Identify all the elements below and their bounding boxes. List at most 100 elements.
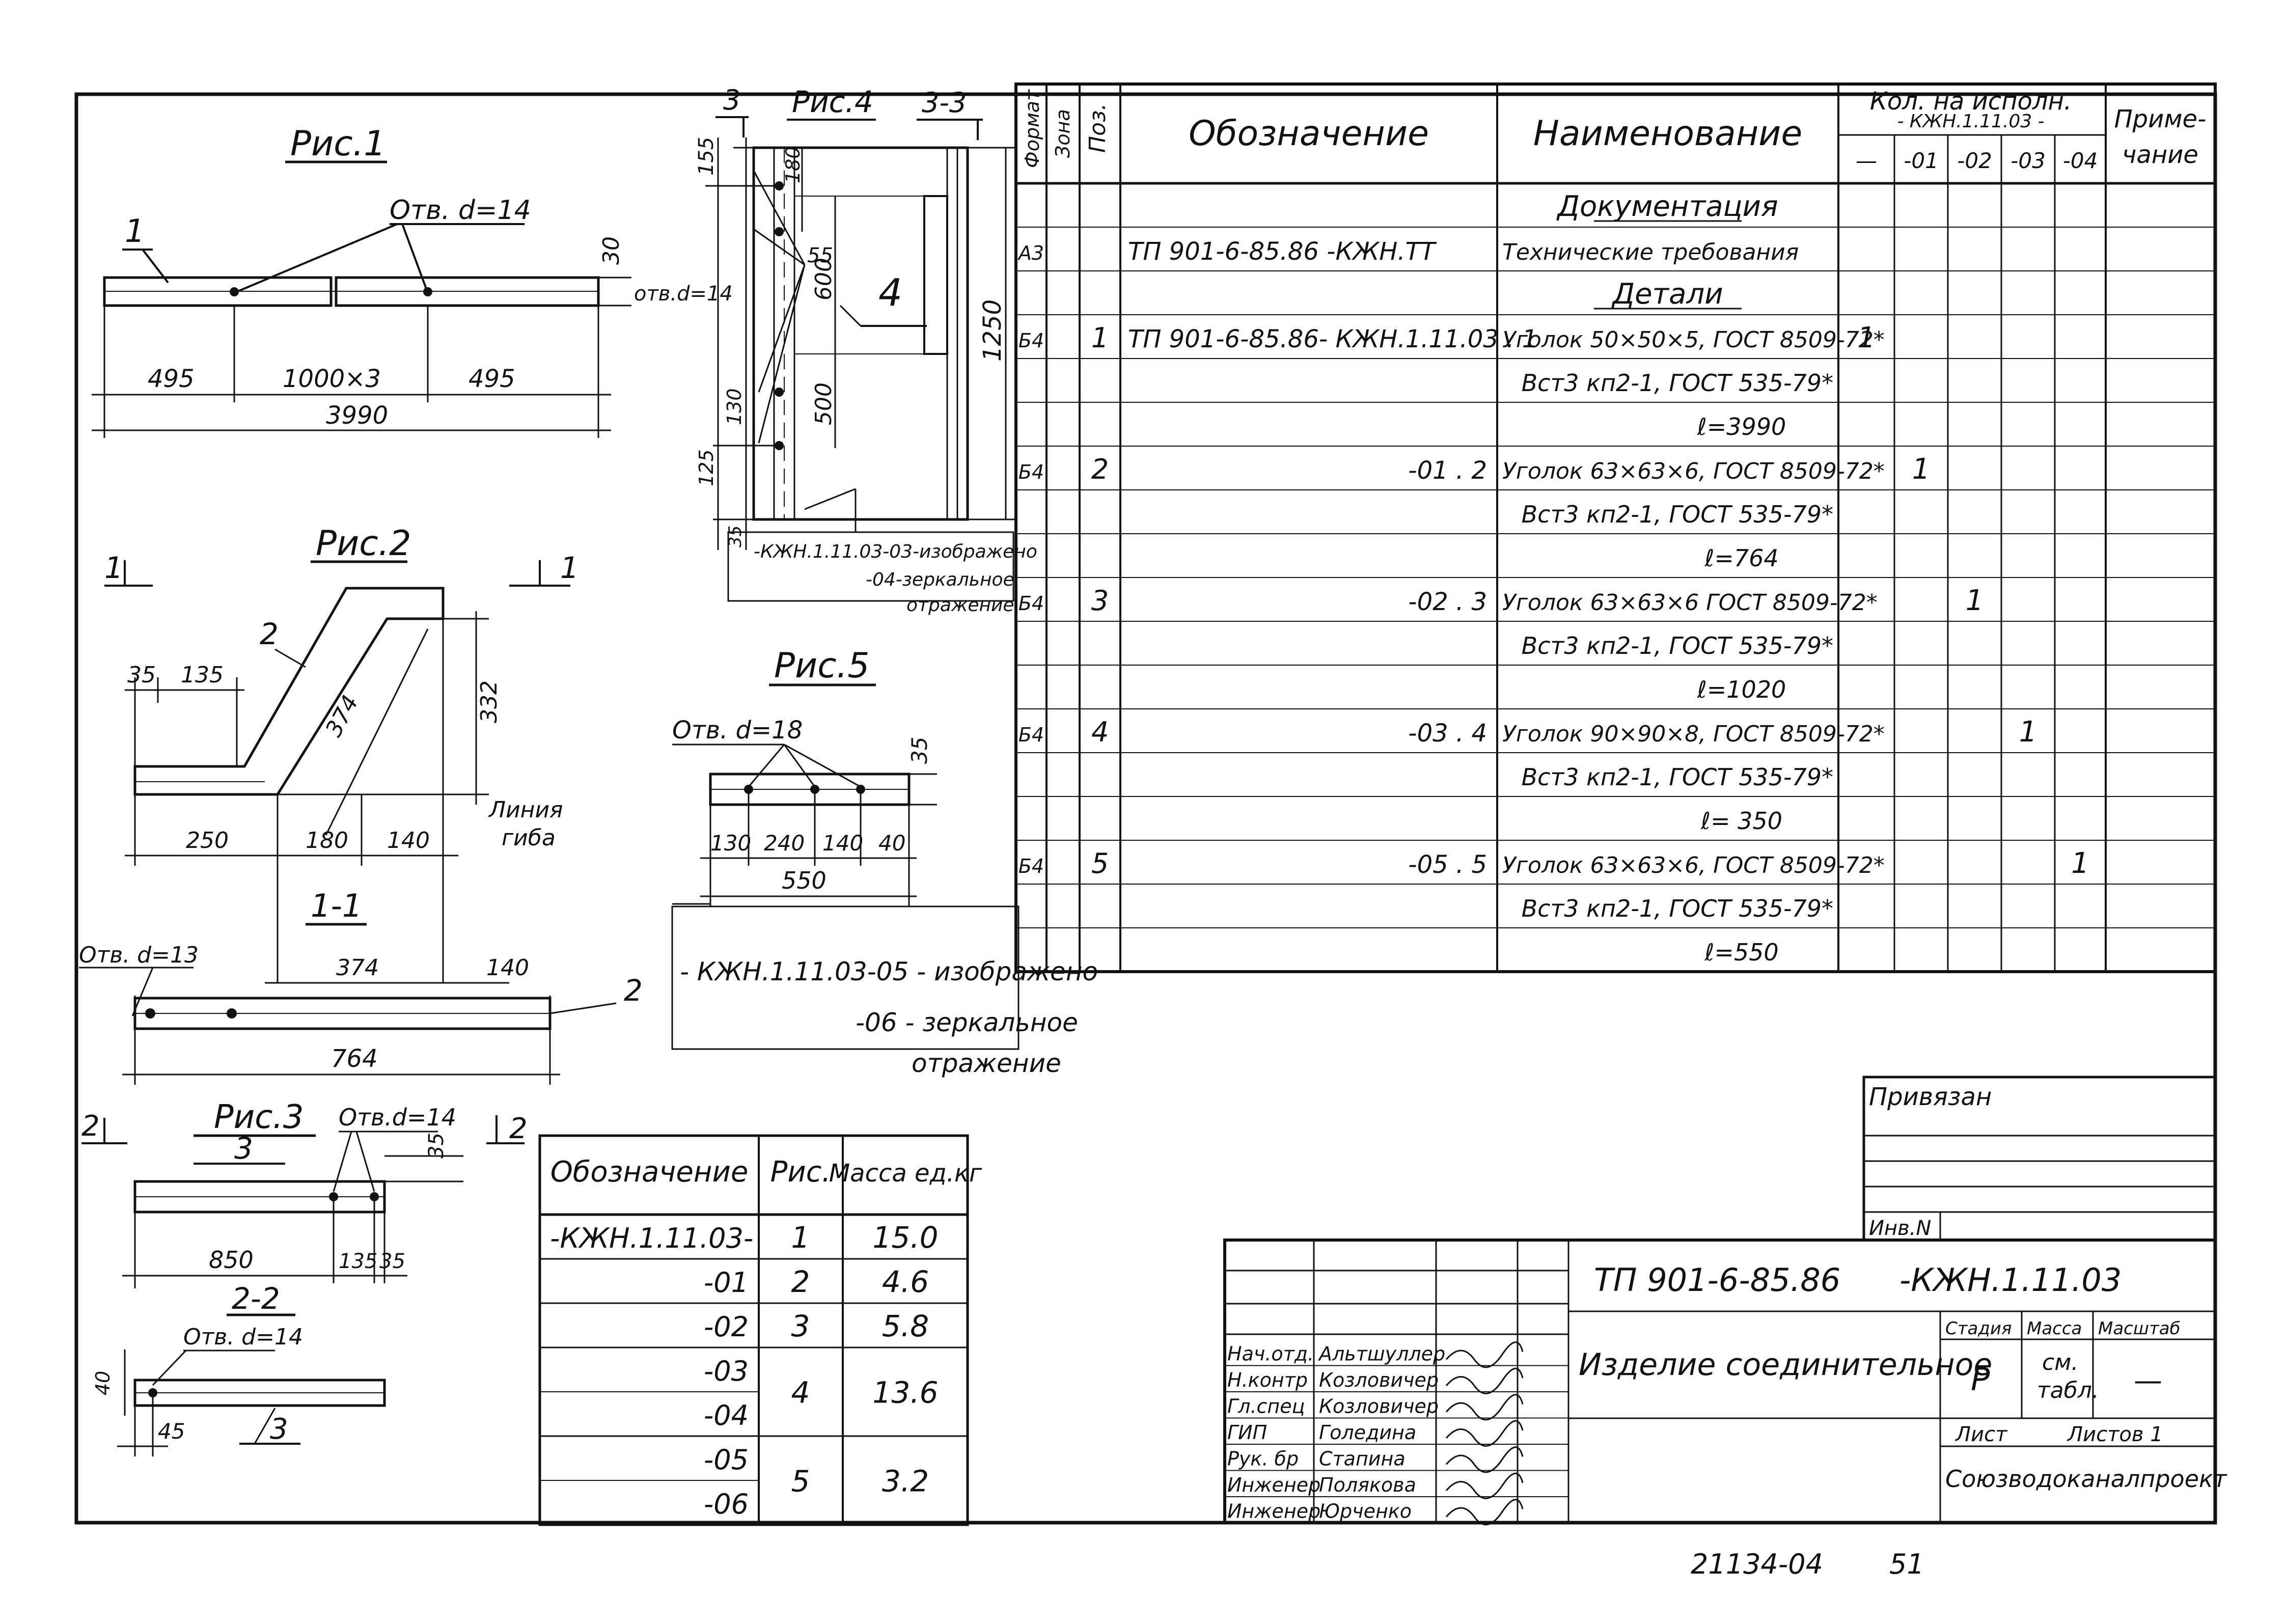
spec-row-qty: 1 [2071,847,2089,880]
fig5-thick: 35 [907,737,932,764]
fig2-dim-140: 140 [387,828,430,854]
fig4-plate [752,146,969,521]
fig4-dim-500: 500 [811,382,837,425]
spec-row-name: Уголок 90×90×8, ГОСТ 8509-72* [1502,721,1885,747]
spec-row-designation: -01 . 2 [1408,456,1487,485]
mass-row-mass: 5.8 [882,1309,929,1343]
spec-row-name: Вст3 кп2-1, ГОСТ 535-79* [1522,763,1833,791]
figure-1: Рис.1 Отв. d=14 1 30 отв.d=14 495 1000×3… [92,124,733,438]
sect11-pos: 2 [624,973,643,1008]
staff-name: Стапина [1319,1448,1406,1470]
staff-name: Козловичер [1319,1369,1439,1391]
tb-sheets: Листов 1 [2067,1423,2163,1446]
spec-row-qty: 1 [1966,584,1984,617]
sect11-note-3: отражение [912,1049,1061,1078]
spec-row-qty: 1 [1912,453,1931,486]
staff-role: Гл.спец [1227,1395,1305,1418]
tb-stage-header: Стадия [1945,1318,2012,1339]
tb-name: Изделие соединительное [1579,1347,1992,1383]
spec-row-name: ℓ=1020 [1697,676,1786,703]
fig4-dim-55: 55 [807,244,833,267]
fig3-cut-left: 2 [81,1110,100,1143]
spec-header-designation: Обозначение [1189,114,1429,154]
spec-header-variant: -01 [1904,148,1939,173]
fig2-dim-180: 180 [306,828,348,854]
spec-row-name: Уголок 50×50×5, ГОСТ 8509-72* [1502,327,1885,353]
fig4-total-v: 1250 [978,299,1007,362]
spec-row-qty: 1 [2019,715,2037,749]
spec-row-name: Технические требования [1502,239,1799,265]
staff-role: Инженер [1227,1474,1320,1496]
spec-header-variant: -04 [2063,148,2098,173]
tb-scale-header: Масштаб [2098,1318,2181,1339]
mass-row-designation: -01 [704,1267,749,1299]
fig1-total: 3990 [326,401,388,430]
fig5-total: 550 [782,867,827,894]
figure-3: 2 Рис.3 Отв.d=14 2 3 35 850 135 35 [81,1098,528,1288]
staff-role: Рук. бр [1227,1448,1299,1470]
tb-mass-a: см. [2042,1350,2078,1375]
staff-name: Полякова [1319,1474,1416,1496]
spec-row-name: Вст3 кп2-1, ГОСТ 535-79* [1522,895,1833,922]
footer-number: 21134-04 [1691,1548,1823,1580]
spec-row-name: Документация [1556,190,1778,223]
spec-row-format: Б4 [1018,855,1044,877]
spec-header-pos: Поз. [1085,103,1111,153]
tb-mass-b: табл. [2037,1378,2099,1403]
spec-row-name: ℓ=550 [1704,939,1778,966]
fig2-bend-line-2: гиба [502,825,556,851]
mass-row-designation: -03 [704,1355,749,1387]
sect11-hole: Отв. d=13 [79,942,199,968]
fig3-title: Рис.3 [214,1098,304,1136]
fig3-thick: 35 [425,1133,448,1159]
spec-row-format: Б4 [1018,724,1044,746]
fig2-pos: 2 [260,617,279,651]
spec-row-pos: 1 [1091,322,1109,354]
spec-row-name: Вст3 кп2-1, ГОСТ 535-79* [1522,632,1833,659]
tb-mass-header: Масса [2027,1318,2082,1339]
mass-row-designation: -06 [704,1488,749,1520]
mass-row-fig: 2 [791,1264,810,1299]
spec-row-pos: 5 [1091,847,1109,879]
fig4-stiffener [923,195,948,355]
fig2-dim-250: 250 [186,828,229,854]
mass-header-fig: Рис. [770,1155,831,1189]
fig3-dim-35: 35 [379,1250,405,1273]
fig1-dim-2: 1000×3 [283,365,381,393]
mass-row-mass: 13.6 [872,1375,938,1410]
spec-header-zone: Зона [1052,109,1074,158]
spec-row-name: ℓ= 350 [1700,807,1782,835]
spec-header-note-a: Приме- [2114,105,2207,133]
spec-row-designation: -05 . 5 [1408,850,1487,879]
spec-row-format: Б4 [1018,461,1044,483]
fig3-dim-850: 850 [209,1246,254,1274]
fig2-dim-height: 332 [476,680,502,723]
spec-row-name: Уголок 63×63×6 ГОСТ 8509-72* [1502,590,1878,616]
fig1-pos: 1 [125,212,145,250]
spec-row-pos: 2 [1091,453,1109,485]
section-1-1: 1-1 Отв. d=13 374 140 2 764 - КЖН.1.11.0… [79,887,1098,1085]
signature [1445,1341,1524,1368]
mass-row-designation: -02 [704,1311,749,1343]
spec-row-pos: 4 [1091,716,1109,748]
fig2-cut-right: 1 [560,550,579,585]
signature [1445,1420,1524,1447]
fig4-title: Рис.4 [792,85,873,119]
spec-header-note-b: чание [2122,141,2198,169]
fig2-title: Рис.2 [316,524,411,564]
mass-row-mass: 3.2 [882,1464,929,1499]
mass-row-mass: 4.6 [882,1264,929,1299]
fig4-pos: 4 [878,271,902,315]
sect11-total: 764 [331,1044,378,1073]
fig4-note-3: отражение [906,595,1014,616]
staff-role: ГИП [1227,1421,1267,1444]
fig4-dim-125: 125 [695,449,718,486]
fig4-dim-130: 130 [723,388,746,425]
fig5-dim-40: 40 [878,831,905,856]
sect11-title: 1-1 [311,887,362,924]
fig2-dim-35: 35 [127,662,156,688]
spec-row-format: Б4 [1018,592,1044,615]
fig2-dim-135: 135 [181,662,224,688]
